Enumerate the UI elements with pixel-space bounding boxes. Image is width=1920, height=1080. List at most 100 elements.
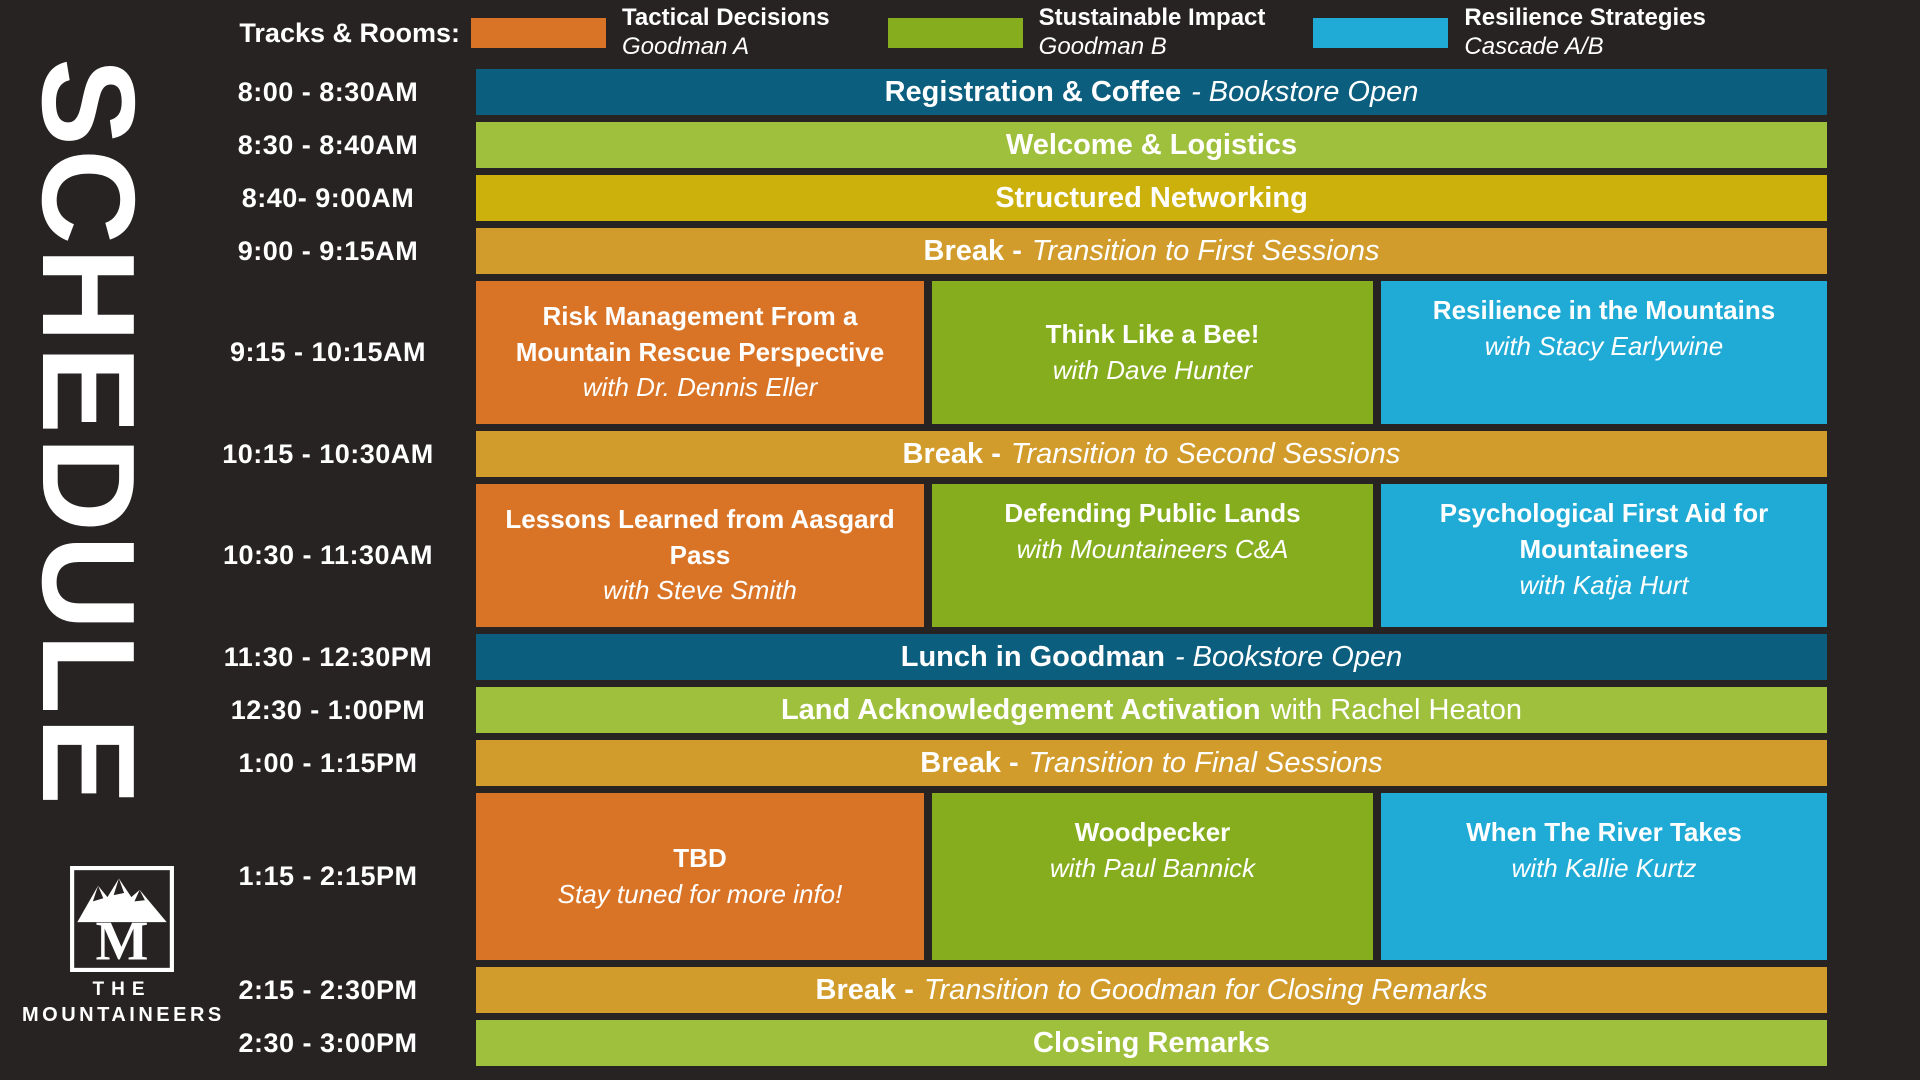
event-subtitle: - Bookstore Open: [1191, 75, 1419, 108]
event-title: Lunch in Goodman: [900, 640, 1165, 673]
session-title: TBD: [673, 842, 727, 873]
legend-track-sustainable: Stustainable Impact Goodman B: [887, 4, 1266, 62]
session-card: Lessons Learned from Aasgard Pass with S…: [476, 484, 924, 627]
session-card: TBD Stay tuned for more info!: [476, 793, 924, 960]
event-subtitle: Transition to Final Sessions: [1028, 746, 1383, 779]
track-room: Goodman B: [1038, 33, 1167, 60]
time-label: 8:00 - 8:30AM: [237, 76, 419, 107]
session-speaker: with Paul Bannick: [1049, 852, 1256, 883]
schedule-row-break-2: 10:15 - 10:30AM Break - Transition to Se…: [0, 431, 1920, 477]
event-bar: Registration & Coffee - Bookstore Open: [476, 69, 1827, 115]
event-title: Break -: [902, 437, 1001, 470]
time-label: 9:00 - 9:15AM: [237, 235, 419, 266]
schedule-row-break-4: 2:15 - 2:30PM Break - Transition to Good…: [0, 967, 1920, 1013]
legend-track-resilience: Resilience Strategies Cascade A/B: [1313, 4, 1706, 62]
time-label: 2:15 - 2:30PM: [238, 974, 418, 1005]
time-label: 1:15 - 2:15PM: [238, 861, 418, 891]
track-name: Resilience Strategies: [1464, 4, 1706, 32]
event-subtitle: Transition to Second Sessions: [1010, 437, 1401, 470]
session-speaker: with Katja Hurt: [1519, 569, 1689, 600]
event-title: Break -: [815, 973, 914, 1006]
event-bar: Closing Remarks: [476, 1020, 1827, 1066]
legend-track-text: Tactical Decisions Goodman A: [622, 4, 830, 62]
session-title: Defending Public Lands: [1004, 498, 1301, 528]
session-title: Think Like a Bee!: [1045, 318, 1260, 349]
logo-monogram: M: [96, 911, 149, 972]
event-bar: Structured Networking: [476, 175, 1827, 221]
event-title: Break -: [923, 234, 1022, 267]
session-card: Risk Management From a Mountain Rescue P…: [476, 281, 924, 424]
track-room: Cascade A/B: [1464, 33, 1604, 60]
schedule-row-networking: 8:40- 9:00AM Structured Networking: [0, 175, 1920, 221]
event-bar: Welcome & Logistics: [476, 122, 1827, 168]
schedule-row-break-3: 1:00 - 1:15PM Break - Transition to Fina…: [0, 740, 1920, 786]
session-title: Resilience in the Mountains: [1432, 295, 1776, 325]
schedule-row-closing: 2:30 - 3:00PM Closing Remarks: [0, 1020, 1920, 1066]
time-label: 12:30 - 1:00PM: [230, 694, 426, 725]
page-title-schedule: SCHEDULE: [15, 58, 162, 809]
session-title: Psychological First Aid for Mountaineers: [1439, 498, 1769, 564]
schedule-row-welcome: 8:30 - 8:40AM Welcome & Logistics: [0, 122, 1920, 168]
schedule-row-lunch: 11:30 - 12:30PM Lunch in Goodman - Books…: [0, 634, 1920, 680]
event-subtitle: with Rachel Heaton: [1270, 693, 1523, 726]
event-bar: Land Acknowledgement Activation with Rac…: [476, 687, 1827, 733]
event-subtitle: Transition to First Sessions: [1031, 234, 1380, 267]
session-speaker: with Mountaineers C&A: [1016, 533, 1289, 564]
legend-track-text: Stustainable Impact Goodman B: [1039, 4, 1266, 62]
legend-track-tactical: Tactical Decisions Goodman A: [471, 4, 830, 62]
time-label: 10:30 - 11:30AM: [222, 540, 434, 570]
time-label: 8:40- 9:00AM: [241, 182, 415, 213]
session-title: When The River Takes: [1466, 817, 1742, 847]
session-card: When The River Takes with Kallie Kurtz: [1381, 793, 1827, 960]
time-label: 1:00 - 1:15PM: [238, 747, 418, 778]
time-label: 10:15 - 10:30AM: [222, 438, 434, 469]
schedule-row-registration: 8:00 - 8:30AM Registration & Coffee - Bo…: [0, 69, 1920, 115]
session-card: Psychological First Aid for Mountaineers…: [1381, 484, 1827, 627]
time-label: 11:30 - 12:30PM: [223, 641, 433, 672]
schedule-row-sessions-2: 10:30 - 11:30AM Lessons Learned from Aas…: [0, 484, 1920, 627]
schedule-row-break-1: 9:00 - 9:15AM Break - Transition to Firs…: [0, 228, 1920, 274]
schedule-row-sessions-1: 9:15 - 10:15AM Risk Management From a Mo…: [0, 281, 1920, 424]
event-title: Structured Networking: [995, 181, 1308, 214]
track-name: Tactical Decisions: [622, 4, 830, 32]
event-bar: Lunch in Goodman - Bookstore Open: [476, 634, 1827, 680]
legend: Tracks & Rooms: Tactical Decisions Goodm…: [0, 4, 1920, 62]
legend-track-text: Resilience Strategies Cascade A/B: [1464, 4, 1705, 62]
mountaineers-logo: M THE MOUNTAINEERS: [22, 866, 222, 1027]
mountaineers-logo-icon: M: [70, 866, 174, 972]
blue-swatch: [1313, 18, 1449, 48]
session-title: Risk Management From a Mountain Rescue P…: [515, 300, 885, 367]
session-card: Resilience in the Mountains with Stacy E…: [1381, 281, 1827, 424]
logo-line-name: MOUNTAINEERS: [22, 1004, 225, 1026]
session-card: Think Like a Bee! with Dave Hunter: [932, 281, 1373, 424]
session-speaker: with Steve Smith: [603, 575, 797, 606]
schedule-board: Tracks & Rooms: Tactical Decisions Goodm…: [0, 4, 1920, 1066]
event-title: Registration & Coffee: [884, 75, 1182, 108]
event-subtitle: Transition to Goodman for Closing Remark…: [923, 973, 1488, 1006]
break-bar: Break - Transition to Goodman for Closin…: [476, 967, 1827, 1013]
schedule-row-sessions-3: 1:15 - 2:15PM TBD Stay tuned for more in…: [0, 793, 1920, 960]
time-label: 2:30 - 3:00PM: [238, 1027, 418, 1058]
schedule-row-land-acknowledgement: 12:30 - 1:00PM Land Acknowledgement Acti…: [0, 687, 1920, 733]
session-card: Woodpecker with Paul Bannick: [932, 793, 1373, 960]
orange-swatch: [471, 18, 606, 48]
session-speaker: with Dr. Dennis Eller: [582, 372, 818, 403]
event-subtitle: - Bookstore Open: [1174, 640, 1403, 673]
green-swatch: [887, 18, 1023, 48]
event-title: Land Acknowledgement Activation: [780, 693, 1261, 726]
track-room: Goodman A: [622, 33, 750, 60]
break-bar: Break - Transition to Second Sessions: [476, 431, 1827, 477]
event-title: Welcome & Logistics: [1005, 128, 1298, 161]
event-title: Break -: [920, 746, 1019, 779]
session-card: Defending Public Lands with Mountaineers…: [932, 484, 1373, 627]
session-title: Woodpecker: [1074, 817, 1231, 847]
track-name: Stustainable Impact: [1038, 4, 1266, 32]
session-speaker: with Dave Hunter: [1052, 354, 1253, 385]
legend-label: Tracks & Rooms:: [239, 17, 460, 48]
time-label: 8:30 - 8:40AM: [237, 129, 419, 160]
session-speaker: with Stacy Earlywine: [1484, 330, 1724, 361]
session-speaker: Stay tuned for more info!: [557, 878, 843, 909]
time-label: 9:15 - 10:15AM: [229, 337, 427, 367]
break-bar: Break - Transition to Final Sessions: [476, 740, 1827, 786]
session-title: Lessons Learned from Aasgard Pass: [505, 503, 895, 570]
